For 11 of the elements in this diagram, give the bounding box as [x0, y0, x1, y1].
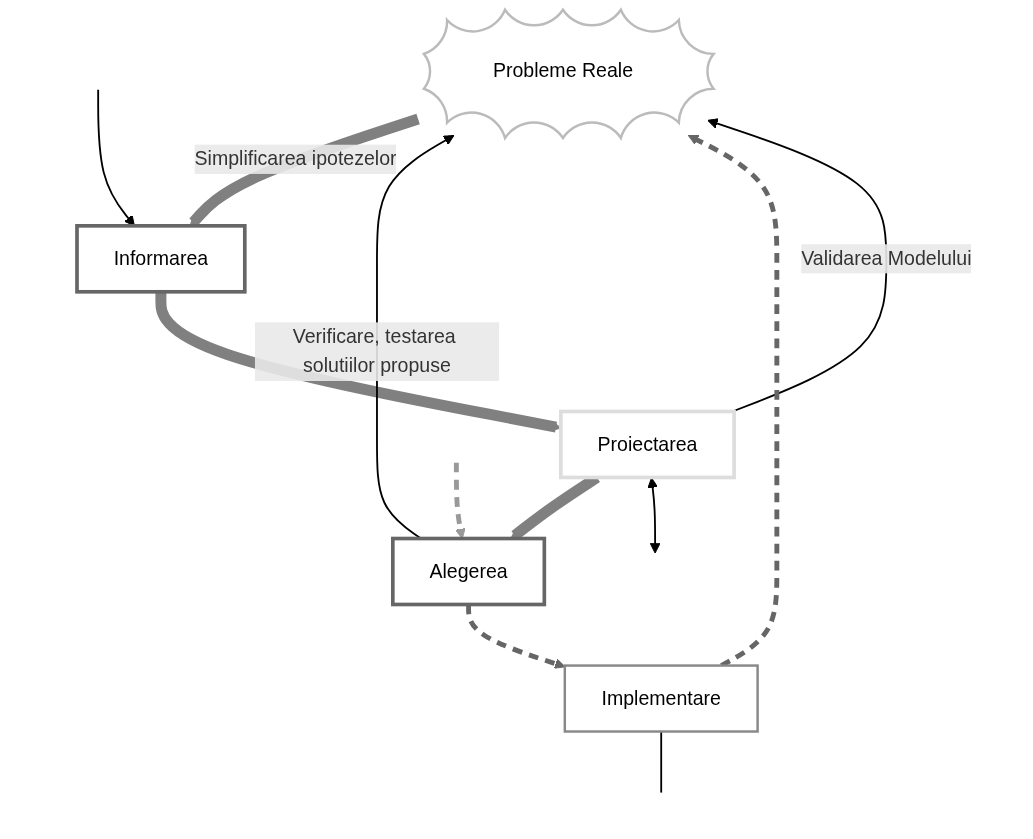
arrow — [453, 462, 466, 539]
edge-label: Verificare, testarea solutiilor propuse — [292, 326, 456, 377]
edge-label: Simplificarea ipotezelor — [194, 148, 397, 170]
node-box: Implementare — [563, 664, 759, 733]
node-box: Proiectarea — [559, 409, 736, 480]
arrow — [466, 604, 566, 669]
arrow — [707, 118, 888, 413]
edge-label: Validarea Modelului — [801, 247, 972, 269]
node-box: Informarea — [75, 224, 247, 294]
node-box: Alegerea — [391, 536, 547, 607]
arrow — [647, 477, 661, 554]
